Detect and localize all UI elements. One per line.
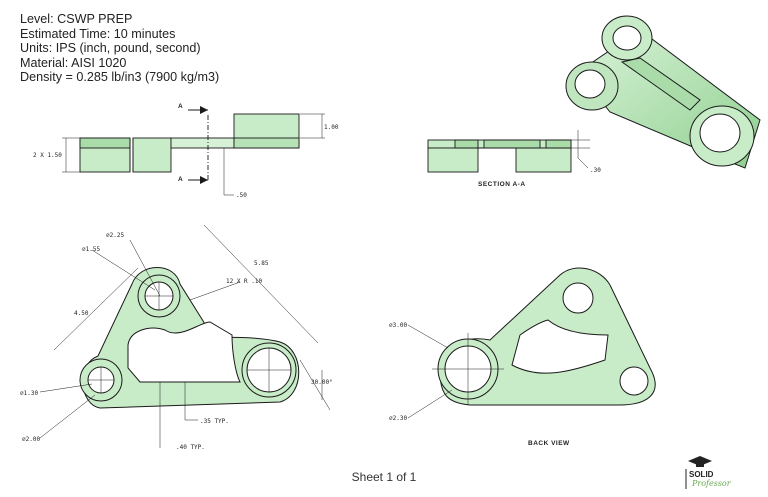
angle-dim: 30.00° [311, 379, 333, 386]
isometric-view [565, 15, 761, 169]
dia-top-outer: ∅2.25 [106, 232, 124, 239]
section-view [427, 130, 590, 173]
dia-top-inner: ∅1.55 [82, 246, 100, 253]
project-info: Level: CSWP PREP Estimated Time: 10 minu… [20, 12, 219, 85]
span-short-dim: 4.50 [74, 310, 89, 317]
back-dia-inner: ∅2.30 [389, 415, 407, 422]
section-dim: .30 [590, 167, 601, 174]
section-mark-top: A [178, 103, 183, 110]
wall-typ-dim: .40 TYP. [176, 444, 205, 451]
density-text: Density = 0.285 lb/in3 (7900 kg/m3) [20, 70, 220, 85]
top-view [39, 224, 331, 448]
solid-professor-logo: SOLID Professor [680, 455, 750, 491]
material-text: Material: AISI 1020 [20, 55, 127, 70]
dia-left-outer: ∅2.00 [22, 436, 40, 443]
back-view-label: BACK VIEW [528, 440, 570, 447]
section-label: SECTION A-A [478, 181, 526, 188]
units-text: Units: IPS (inch, pound, second) [20, 41, 201, 56]
section-mark-bottom: A [178, 176, 183, 183]
fillet-dim: 12 X R .10 [226, 278, 263, 285]
rib-typ-dim: .35 TYP. [200, 418, 229, 425]
logo-line2: Professor [691, 479, 732, 488]
front-view [62, 106, 325, 196]
graduation-cap-icon: SOLID Professor [685, 456, 732, 489]
back-view [407, 267, 656, 419]
back-dia-outer: ∅3.00 [389, 322, 407, 329]
front-mid-boss [132, 137, 172, 173]
level-text: Level: CSWP PREP [20, 12, 133, 26]
time-text: Estimated Time: 10 minutes [20, 26, 176, 41]
front-bottom-dim: .50 [236, 192, 247, 199]
front-top-dim: 1.00 [324, 124, 339, 131]
span-long-dim: 5.85 [254, 260, 269, 267]
logo-line1: SOLID [689, 470, 714, 479]
sheet-label: Sheet 1 of 1 [351, 470, 417, 484]
front-height-dim: 2 X 1.50 [33, 152, 62, 159]
dia-left-inner: ∅1.30 [20, 390, 38, 397]
